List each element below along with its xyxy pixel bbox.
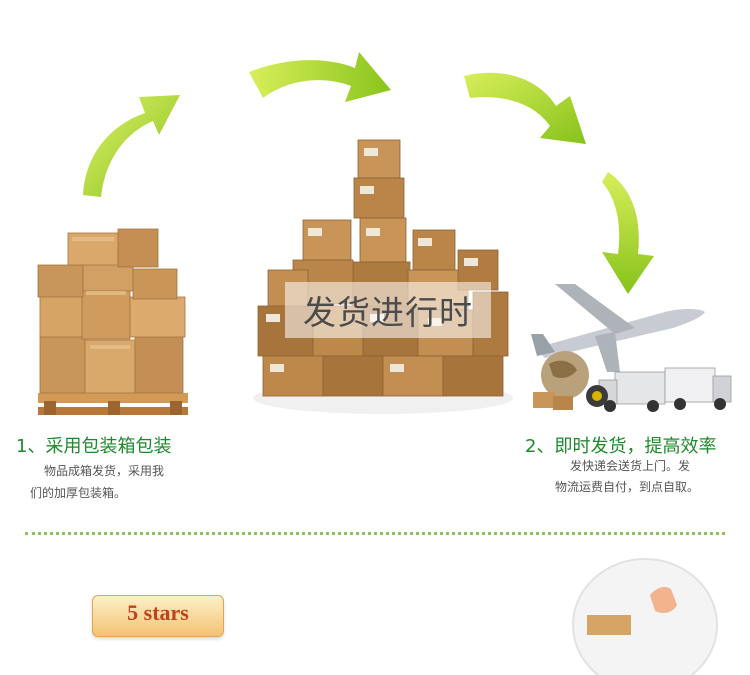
curved-arrow-icon-2	[249, 52, 391, 102]
curved-arrow-icon-1	[83, 95, 180, 197]
shipping-banner: 发货进行时	[285, 282, 491, 338]
banner-text: 发货进行时	[303, 293, 473, 332]
five-stars-badge: 5 stars	[92, 595, 224, 637]
stacked-boxes-image	[253, 139, 513, 414]
dotted-divider	[25, 532, 725, 535]
hand-icon	[650, 587, 677, 613]
curved-arrow-icon-4	[602, 172, 654, 294]
truck-icon	[664, 367, 732, 410]
boxes-pallet-image	[37, 228, 188, 415]
plane-truck-image	[531, 284, 732, 412]
step1-desc-line1: 物品成箱发货，采用我	[44, 464, 165, 478]
step2-desc-line1: 发快递会送货上门。发	[570, 459, 691, 473]
step1-desc-line2: 们的加厚包装箱。	[30, 486, 127, 500]
step2-title: 2、即时发货，提高效率	[525, 436, 717, 457]
hand-box-image	[572, 558, 718, 675]
airplane-icon	[531, 284, 705, 372]
badge-text: 5 stars	[127, 600, 189, 625]
van-icon	[598, 371, 666, 412]
step1-title: 1、采用包装箱包装	[16, 436, 172, 457]
curved-arrow-icon-3	[464, 72, 586, 144]
step2-desc-line2: 物流运费自付，到点自取。	[555, 480, 700, 494]
